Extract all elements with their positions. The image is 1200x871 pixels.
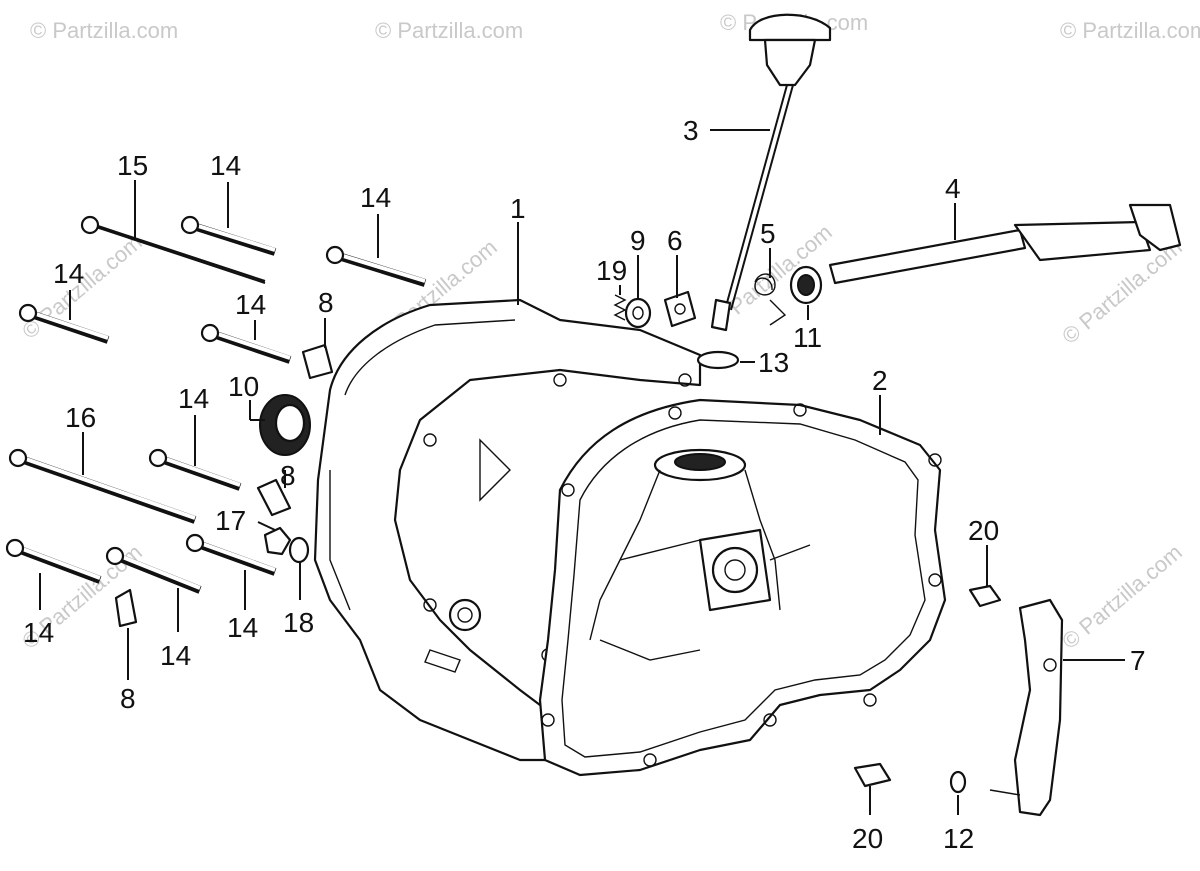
callout-3: 3 xyxy=(683,115,699,146)
callout-2: 2 xyxy=(872,365,888,396)
leader-lines xyxy=(39,129,1125,815)
callout-14: 14 xyxy=(210,150,241,181)
callout-7: 7 xyxy=(1130,645,1146,676)
callout-14: 14 xyxy=(160,640,191,671)
callout-16: 16 xyxy=(65,402,96,433)
crankcase-cover xyxy=(313,298,702,762)
callout-14: 14 xyxy=(53,258,84,289)
callout-6: 6 xyxy=(667,225,683,256)
callout-1: 1 xyxy=(510,193,526,224)
callouts: 1 2 3 4 5 6 7 8 8 8 9 10 11 12 13 14 14 … xyxy=(23,115,1146,854)
kick-starter-arm xyxy=(828,203,1182,285)
callout-18: 18 xyxy=(283,607,314,638)
callout-17: 17 xyxy=(215,505,246,536)
callout-15: 15 xyxy=(117,150,148,181)
watermark: © Partzilla.com xyxy=(375,18,523,43)
callout-8-top: 8 xyxy=(318,287,334,318)
callout-8-bottom: 8 xyxy=(120,683,136,714)
watermark: © Partzilla.com xyxy=(30,18,178,43)
watermark: © Partzilla.com xyxy=(1057,539,1187,653)
callout-9: 9 xyxy=(630,225,646,256)
callout-14: 14 xyxy=(178,383,209,414)
callout-20-top: 20 xyxy=(968,515,999,546)
small-parts xyxy=(114,265,1002,794)
callout-20-bottom: 20 xyxy=(852,823,883,854)
callout-4: 4 xyxy=(945,173,961,204)
callout-13: 13 xyxy=(758,347,789,378)
watermark: © Partzilla.com xyxy=(1060,18,1200,43)
bracket xyxy=(989,598,1064,817)
callout-12: 12 xyxy=(943,823,974,854)
crankcase-interior xyxy=(589,448,811,661)
dipstick xyxy=(710,13,832,332)
callout-14: 14 xyxy=(227,612,258,643)
callout-14: 14 xyxy=(235,289,266,320)
callout-14: 14 xyxy=(360,182,391,213)
callout-8-mid: 8 xyxy=(280,460,296,491)
o-ring xyxy=(696,350,740,370)
callout-10: 10 xyxy=(228,371,259,402)
callout-19: 19 xyxy=(596,255,627,286)
callout-5: 5 xyxy=(760,218,776,249)
bolts xyxy=(5,215,427,594)
callout-14: 14 xyxy=(23,617,54,648)
callout-11: 11 xyxy=(793,322,822,353)
